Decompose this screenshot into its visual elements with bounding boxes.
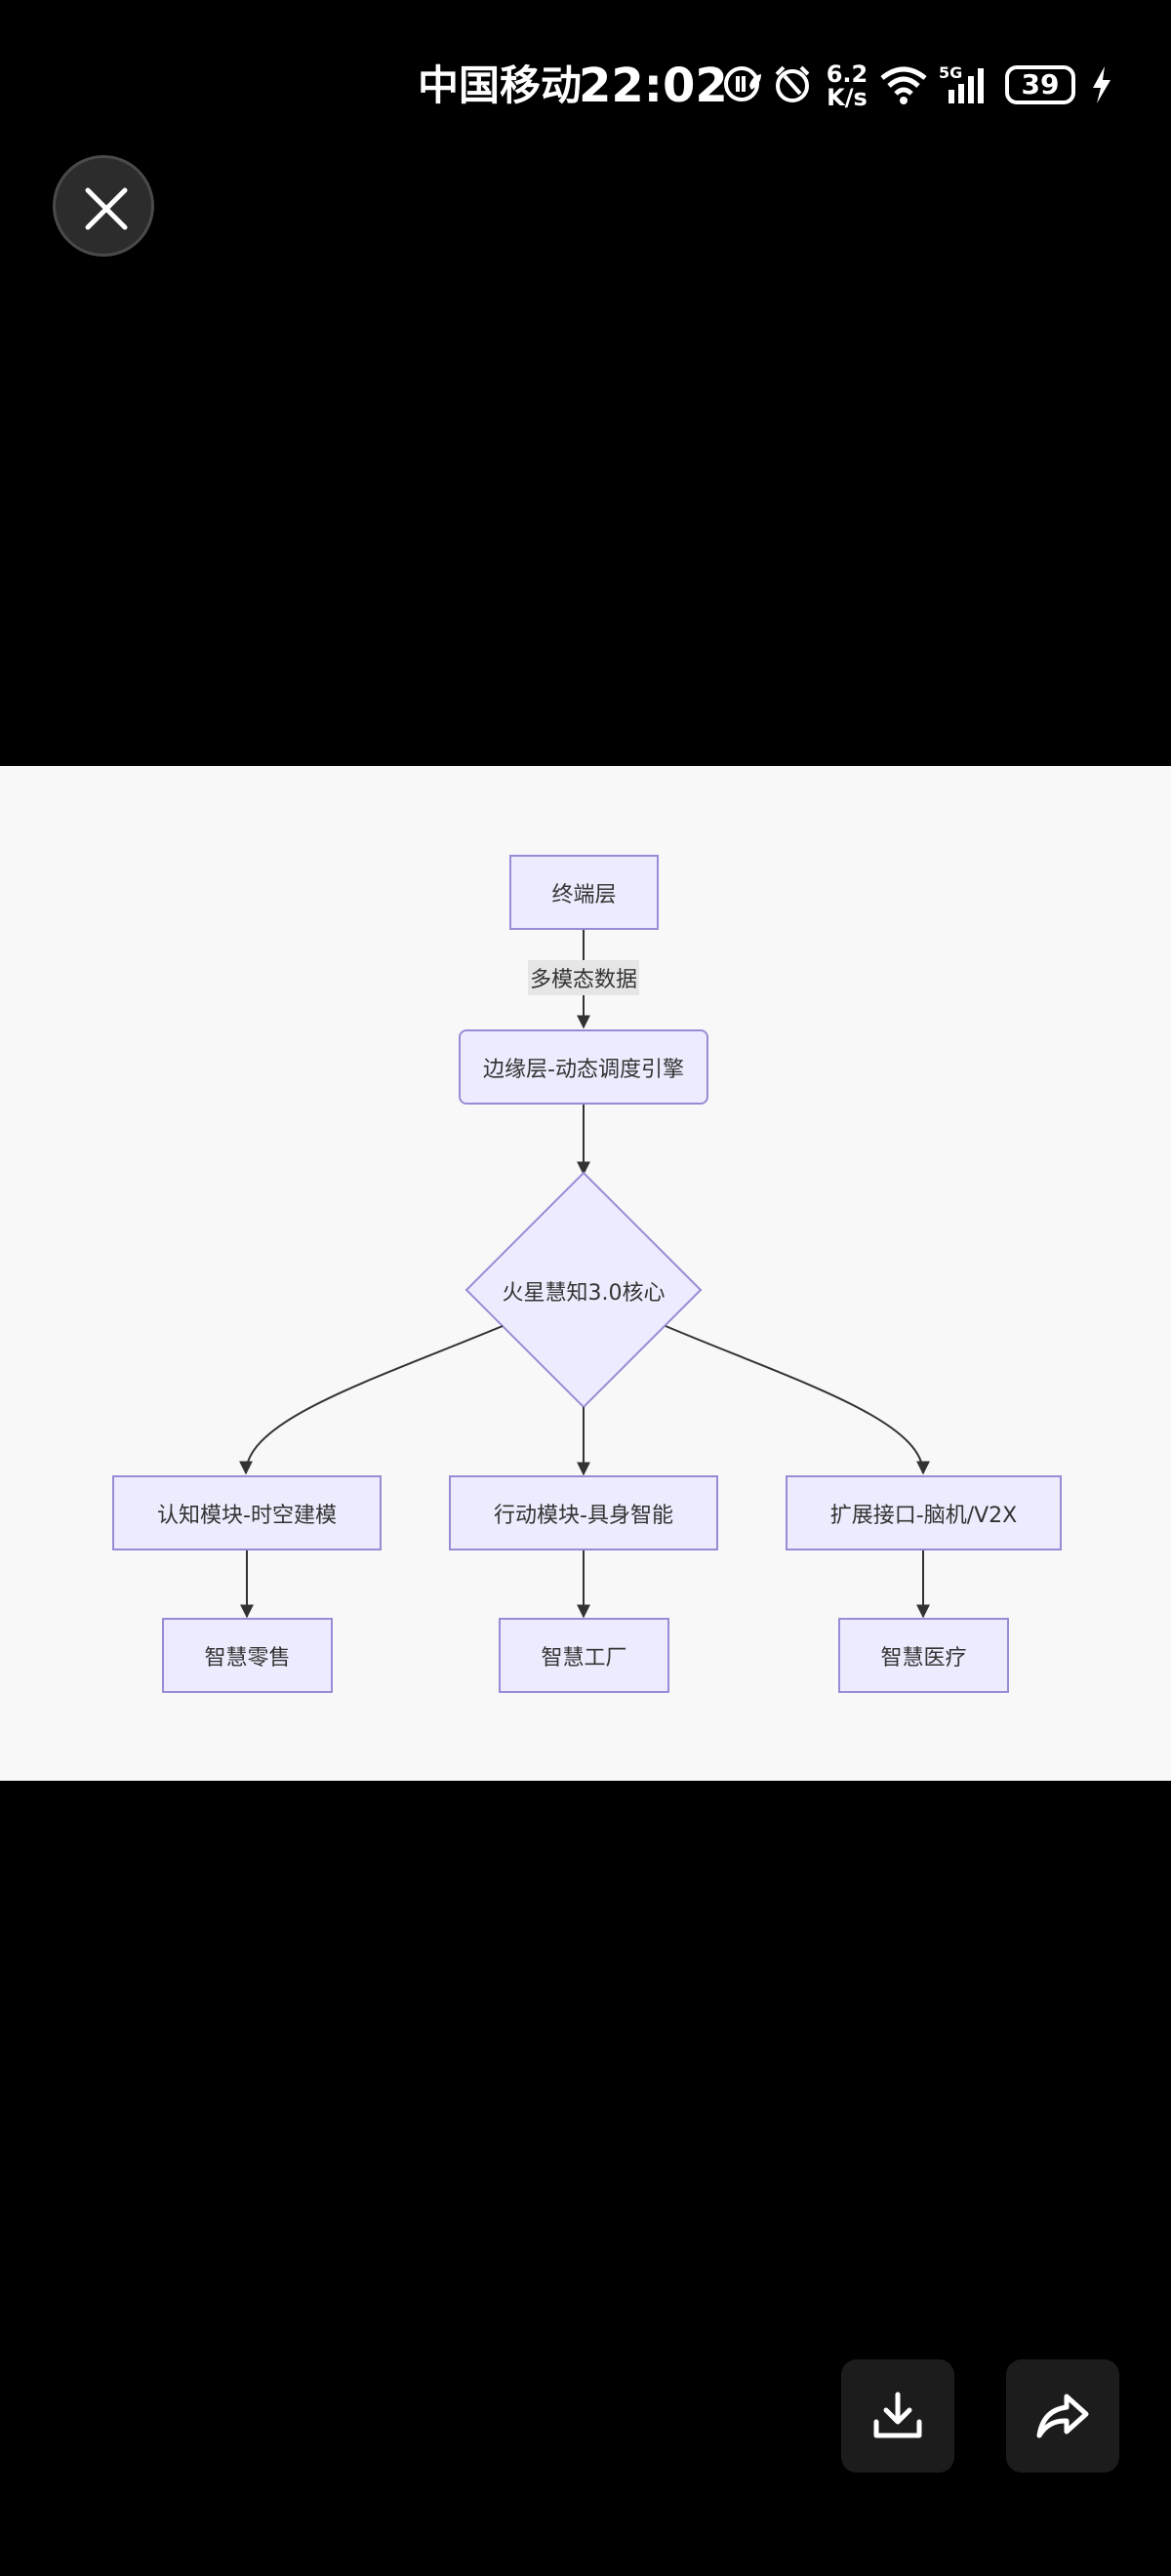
node-smart-medical: 智慧医疗: [838, 1618, 1009, 1693]
flowchart-edges: [239, 929, 930, 1619]
node-smart-factory: 智慧工厂: [499, 1618, 669, 1693]
node-action-module: 行动模块-具身智能: [449, 1475, 718, 1550]
cellular-signal-icon: 5G: [939, 63, 993, 109]
edge-core-to-extension: [665, 1325, 930, 1475]
flowchart-image: 终端层 多模态数据 边缘层-动态调度引擎 火星慧知3.0核心 认知模块-时空建模…: [0, 766, 1171, 1781]
share-button[interactable]: [1006, 2359, 1119, 2473]
download-icon: [873, 2392, 922, 2438]
alarm-icon: [771, 62, 814, 109]
share-icon: [1036, 2394, 1089, 2438]
close-button[interactable]: [53, 155, 154, 257]
carrier-name: 中国移动: [418, 61, 583, 109]
status-time: 22:02: [579, 59, 728, 113]
edge-core-to-cognition: [239, 1325, 504, 1475]
close-icon: [85, 187, 128, 230]
node-extension-interface: 扩展接口-脑机/V2X: [786, 1475, 1062, 1550]
network-speed-unit: K/s: [827, 84, 868, 111]
battery-level: 39: [1021, 68, 1060, 101]
network-speed: 6.2 K/s: [826, 62, 868, 109]
edge-label-multimodal-data: 多模态数据: [528, 960, 640, 995]
battery-indicator: 39: [1005, 65, 1075, 104]
download-button[interactable]: [841, 2359, 954, 2473]
node-terminal-layer: 终端层: [509, 855, 659, 930]
node-cognition-module: 认知模块-时空建模: [112, 1475, 382, 1550]
wifi-icon: [878, 64, 929, 109]
node-smart-retail: 智慧零售: [162, 1618, 333, 1693]
charging-bolt-icon: [1091, 64, 1112, 109]
network-speed-value: 6.2: [826, 60, 868, 88]
node-edge-scheduling-engine: 边缘层-动态调度引擎: [459, 1029, 708, 1105]
node-core-label: 火星慧知3.0核心: [502, 1281, 666, 1306]
data-saver-icon: [722, 62, 765, 109]
signal-type-label: 5G: [939, 64, 962, 82]
status-bar: 中国移动 22:02 6.2 K/s: [0, 0, 1171, 156]
